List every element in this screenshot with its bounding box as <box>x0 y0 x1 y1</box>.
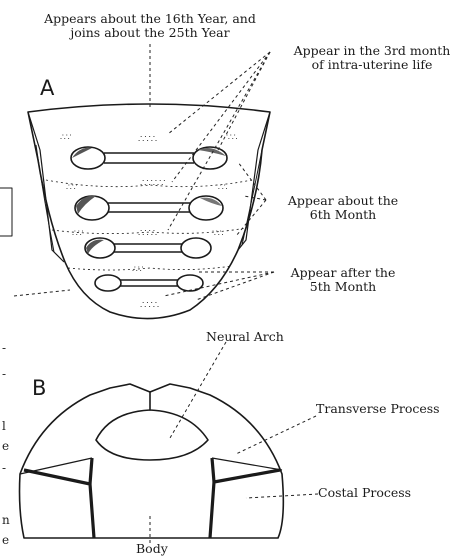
svg-text:∴∵: ∴∵ <box>66 183 78 193</box>
fifth-month-label: Appear after the 5th Month <box>278 266 408 294</box>
segment-3 <box>85 238 211 258</box>
fifth-month-line2: 5th Month <box>278 280 408 294</box>
top-label-line1: Appears about the 16th Year, and <box>34 12 266 26</box>
svg-text:∴∵∴: ∴∵∴ <box>140 300 159 311</box>
third-month-line2: of intra-uterine life <box>282 58 462 72</box>
margin-fragment-4: e <box>2 438 9 454</box>
svg-text:∴∵∴: ∴∵∴ <box>138 134 157 145</box>
transverse-process-label: Transverse Process <box>316 402 440 416</box>
vertebra-outline <box>20 384 284 538</box>
svg-text:∴∵∴∵: ∴∵∴∵ <box>140 178 165 189</box>
margin-fragment-5: - <box>2 460 6 476</box>
fifth-month-line1: Appear after the <box>278 266 408 280</box>
neural-arch-label: Neural Arch <box>206 330 284 344</box>
panel-label-a: A <box>40 76 54 100</box>
body-label: Body <box>136 542 168 556</box>
top-label: Appears about the 16th Year, and joins a… <box>34 12 266 40</box>
margin-fragment-7: e <box>2 532 9 548</box>
margin-fragment-6: n <box>2 512 10 528</box>
svg-text:∴∵∴: ∴∵∴ <box>138 228 157 239</box>
margin-fragment-3: l <box>2 418 6 434</box>
segment-4 <box>95 275 203 291</box>
svg-text:∵∴: ∵∴ <box>216 183 228 193</box>
svg-text:∴∵: ∴∵ <box>60 133 72 143</box>
margin-fragment-2: - <box>2 366 6 382</box>
segment-1 <box>71 147 227 169</box>
svg-text:∴∵: ∴∵ <box>72 229 84 239</box>
svg-text:∴∵: ∴∵ <box>132 265 144 275</box>
top-label-line2: joins about the 25th Year <box>34 26 266 40</box>
sixth-month-label: Appear about the 6th Month <box>278 194 408 222</box>
third-month-line1: Appear in the 3rd month <box>282 44 462 58</box>
svg-text:∵∴: ∵∴ <box>226 133 238 143</box>
svg-text:∵∴: ∵∴ <box>212 229 224 239</box>
costal-process-label: Costal Process <box>318 486 411 500</box>
margin-fragment-1: - <box>2 340 6 356</box>
segment-2 <box>75 196 223 220</box>
panel-label-b: B <box>32 376 46 400</box>
sixth-month-line1: Appear about the <box>278 194 408 208</box>
third-month-label: Appear in the 3rd month of intra-uterine… <box>282 44 462 72</box>
sixth-month-line2: 6th Month <box>278 208 408 222</box>
